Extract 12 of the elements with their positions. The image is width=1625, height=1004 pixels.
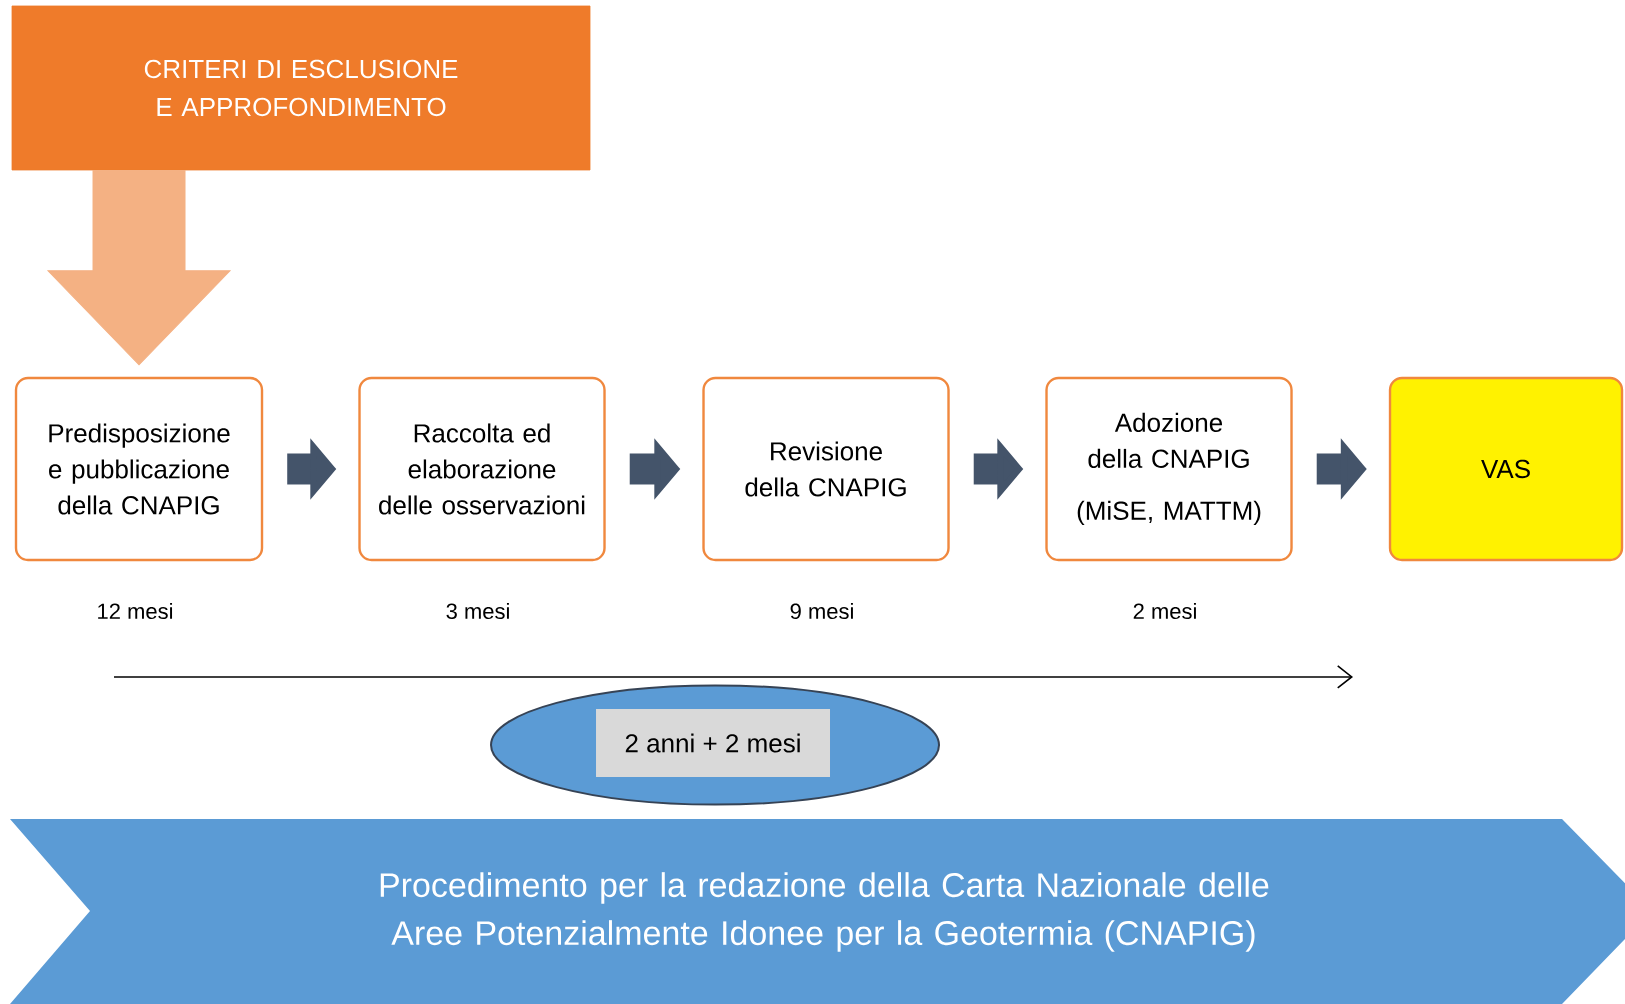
process-box: Raccolta ed elaborazione delle osservazioni [358, 376, 606, 562]
process-box: Revisione della CNAPIG [702, 376, 950, 562]
header-box: CRITERI DI ESCLUSIONE E APPROFONDIMENTO [11, 5, 591, 171]
process-box: VAS [1388, 376, 1624, 562]
duration-label: 3 mesi [446, 602, 509, 620]
duration-label: 2 mesi [1133, 602, 1196, 620]
duration-label: 12 mesi [98, 602, 173, 620]
block-arrow [47, 169, 231, 366]
process-box: Adozione della CNAPIG (MiSE, MATTM) [1045, 376, 1293, 562]
chevron-band: Procedimento per la redazione della Carta Nazionale delle Aree Potenzialmente Idonee per la Geotermia (CNAPIG) [10, 819, 1625, 1004]
process-box: Predisposizione e pubblicazione della CNAPIG [14, 376, 264, 562]
duration-label: 9 mesi [790, 602, 853, 620]
